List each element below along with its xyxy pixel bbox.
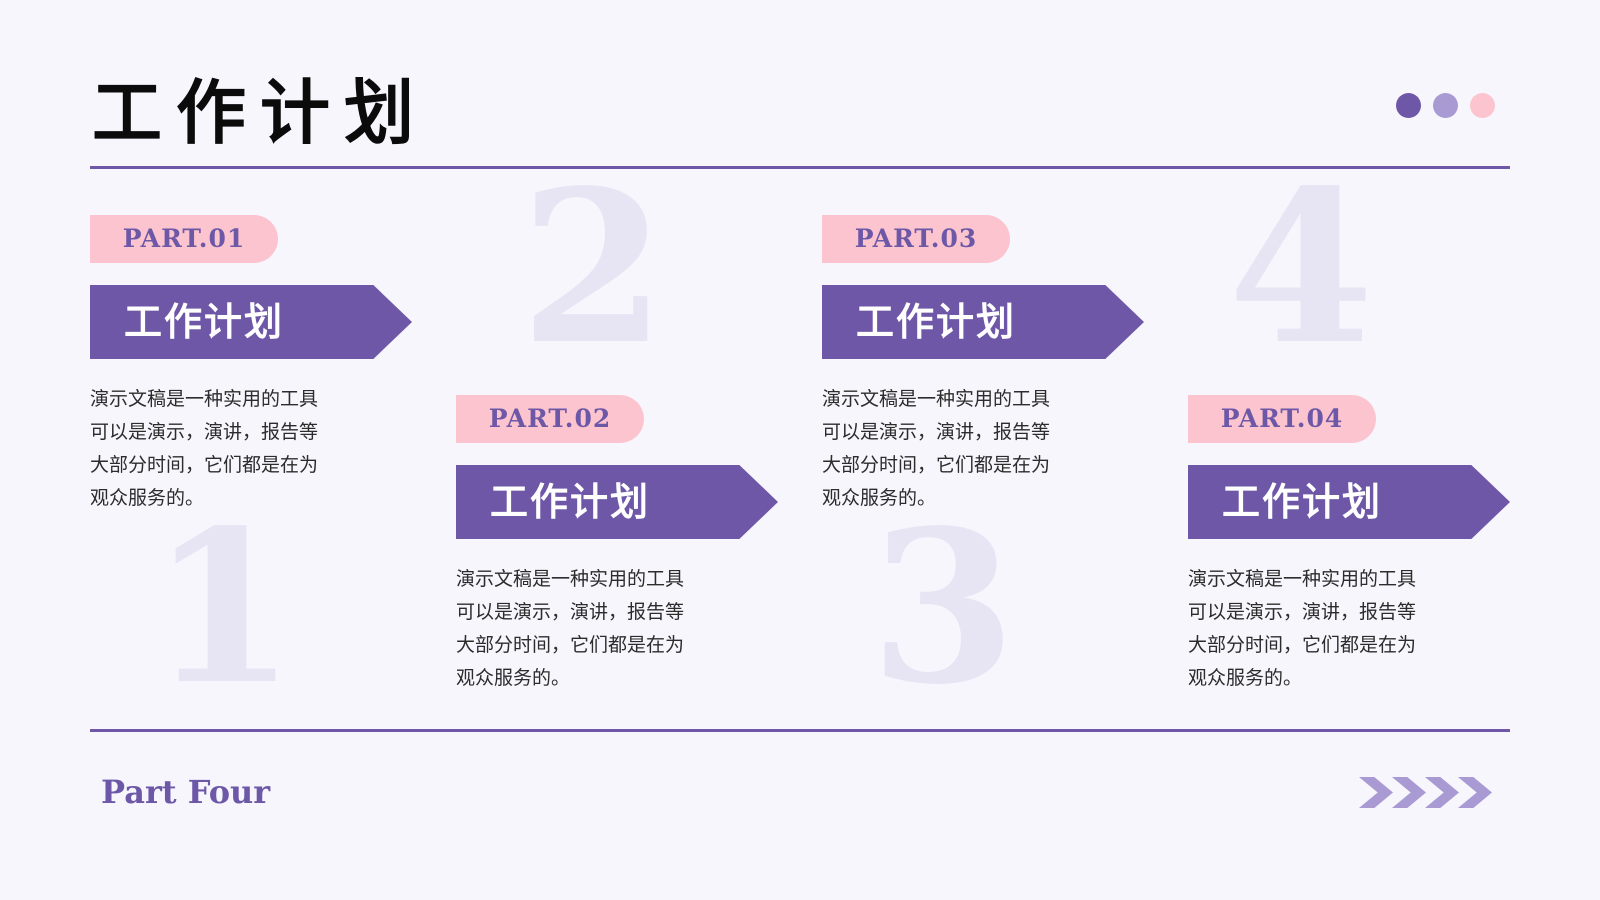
description-line: 观众服务的。	[1188, 667, 1303, 689]
description-line: 可以是演示，演讲，报告等	[822, 421, 1051, 443]
description-line: 观众服务的。	[90, 487, 205, 509]
part-badge: PART.01	[90, 215, 278, 263]
dot-icon	[1396, 93, 1421, 118]
heading-text: 工作计划	[124, 300, 285, 344]
footer-label: Part Four	[101, 773, 271, 811]
watermark-number-3: 3	[870, 484, 1017, 731]
heading-text: 工作计划	[1222, 480, 1383, 524]
heading-banner: 工作计划	[1188, 465, 1510, 539]
bottom-divider	[90, 729, 1510, 732]
part-badge: PART.03	[822, 215, 1010, 263]
description-line: 大部分时间，它们都是在为	[456, 634, 685, 656]
description-line: 演示文稿是一种实用的工具	[822, 388, 1051, 410]
dot-icon	[1433, 93, 1458, 118]
watermark-number-2: 2	[520, 144, 667, 391]
description-line: 大部分时间，它们都是在为	[1188, 634, 1417, 656]
description-line: 可以是演示，演讲，报告等	[456, 601, 685, 623]
description-line: 观众服务的。	[456, 667, 571, 689]
description-line: 演示文稿是一种实用的工具	[90, 388, 319, 410]
heading-banner: 工作计划	[90, 285, 412, 359]
watermark-number-1: 1	[150, 484, 297, 731]
heading-banner: 工作计划	[456, 465, 778, 539]
description-line: 观众服务的。	[822, 487, 937, 509]
decorative-dots	[1396, 93, 1495, 118]
description-line: 大部分时间，它们都是在为	[822, 454, 1051, 476]
chevron-right-icon	[1425, 777, 1459, 808]
description-line: 可以是演示，演讲，报告等	[1188, 601, 1417, 623]
description-line: 大部分时间，它们都是在为	[90, 454, 319, 476]
description: 演示文稿是一种实用的工具 可以是演示，演讲，报告等 大部分时间，它们都是在为 观…	[456, 563, 736, 695]
description-line: 演示文稿是一种实用的工具	[1188, 568, 1417, 590]
heading-banner: 工作计划	[822, 285, 1144, 359]
chevron-right-icon	[1392, 777, 1426, 808]
chevron-right-icon	[1359, 777, 1393, 808]
watermark-number-4: 4	[1228, 144, 1375, 391]
description-line: 演示文稿是一种实用的工具	[456, 568, 685, 590]
page-title: 工作计划	[92, 72, 428, 154]
chevron-group	[1359, 777, 1492, 808]
description: 演示文稿是一种实用的工具 可以是演示，演讲，报告等 大部分时间，它们都是在为 观…	[1188, 563, 1468, 695]
part-badge: PART.04	[1188, 395, 1376, 443]
chevron-right-icon	[1458, 777, 1492, 808]
description: 演示文稿是一种实用的工具 可以是演示，演讲，报告等 大部分时间，它们都是在为 观…	[822, 383, 1102, 515]
top-divider	[90, 166, 1510, 169]
description: 演示文稿是一种实用的工具 可以是演示，演讲，报告等 大部分时间，它们都是在为 观…	[90, 383, 370, 515]
part-badge: PART.02	[456, 395, 644, 443]
dot-icon	[1470, 93, 1495, 118]
heading-text: 工作计划	[490, 480, 651, 524]
heading-text: 工作计划	[856, 300, 1017, 344]
description-line: 可以是演示，演讲，报告等	[90, 421, 319, 443]
